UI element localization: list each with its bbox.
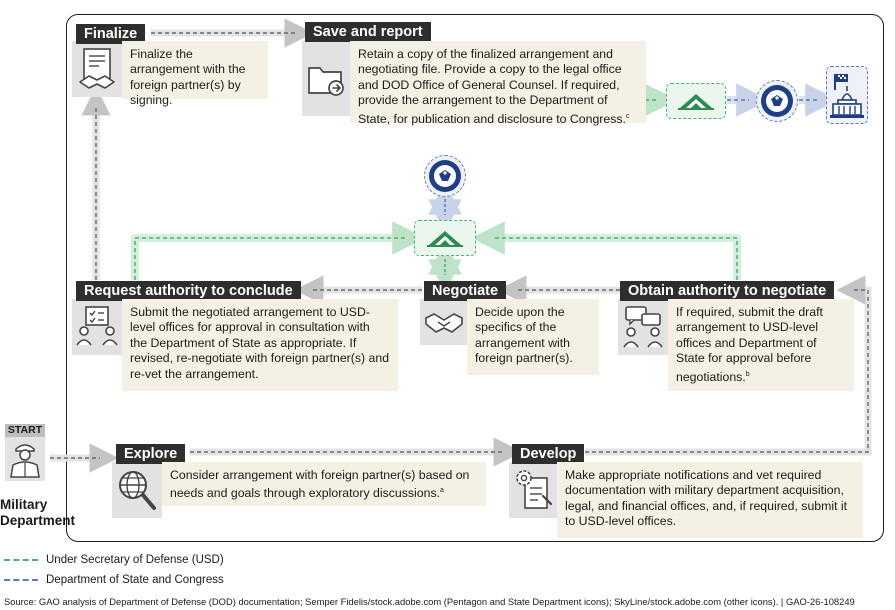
step-develop-label: Develop [512,444,585,464]
gear-document-icon [509,462,557,518]
step-explore-label: Explore [116,444,186,464]
process-frame [66,14,884,542]
state-seal-icon [424,155,466,197]
legend-label-state: Department of State and Congress [46,574,224,586]
step-develop-description: Make appropriate notifications and vet r… [557,462,863,538]
handshake-icon [420,299,468,345]
start-badge: START [5,424,45,437]
pentagon-icon [666,83,726,119]
legend-label-usd: Under Secretary of Defense (USD) [46,554,224,566]
actor-line-2: Department [0,513,76,528]
legend-swatch-state [4,579,38,581]
step-save-report-label: Save and report [305,22,431,42]
capitol-icon [826,66,868,124]
legend-item-state: Department of State and Congress [4,573,224,587]
actor-military-department: Military Department [0,497,75,529]
usd-flow-paths [131,83,741,293]
step-request-authority-description: Submit the negotiated arrangement to USD… [122,299,398,391]
state-flow-paths [428,83,839,233]
handshake-document-icon [72,41,122,97]
step-obtain-authority-label: Obtain authority to negotiate [620,281,835,301]
pentagon-icon [414,220,476,256]
gray-flow-paths [50,18,872,473]
actor-line-1: Military [0,497,48,512]
state-seal-icon [756,80,798,122]
step-obtain-authority-note: b [745,370,750,378]
source-note: Source: GAO analysis of Department of De… [4,596,855,607]
step-explore-description: Consider arrangement with foreign partne… [162,462,486,506]
step-save-report-text: Retain a copy of the finalized arrangeme… [358,47,626,126]
legend-item-usd: Under Secretary of Defense (USD) [4,553,224,567]
magnifier-globe-icon [112,462,162,518]
step-negotiate-description: Decide upon the specifics of the arrange… [467,299,599,375]
legend-swatch-usd [4,559,38,561]
step-explore-text: Consider arrangement with foreign partne… [170,468,470,501]
folder-arrow-icon [302,41,350,116]
checklist-people-icon [72,299,122,355]
step-obtain-authority-description: If required, submit the draft arrangemen… [668,299,854,391]
step-request-authority-label: Request authority to conclude [76,281,301,301]
step-finalize-description: Finalize the arrangement with the foreig… [122,41,268,107]
discussion-icon [618,299,668,355]
step-explore-note: a [440,487,444,495]
soldier-icon [5,437,45,481]
step-obtain-authority-text: If required, submit the draft arrangemen… [676,305,823,384]
step-save-report-description: Retain a copy of the finalized arrangeme… [350,41,646,126]
step-negotiate-label: Negotiate [424,281,507,301]
step-finalize-label: Finalize [76,24,146,44]
step-save-report-note: c [625,112,630,120]
